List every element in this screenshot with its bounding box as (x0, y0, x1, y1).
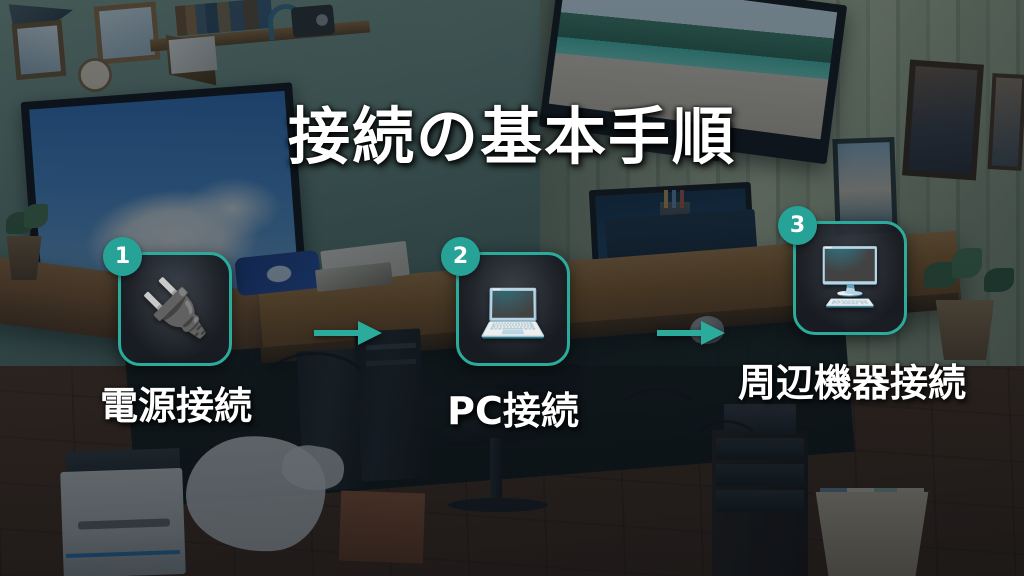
laptop-icon: 💻 (478, 276, 548, 341)
step-icon-card-3[interactable]: 🖥️ 3 (778, 206, 907, 335)
step-label-2: PC接続 (447, 389, 579, 433)
arrow-step1-to-step2 (312, 316, 384, 350)
step-item-2[interactable]: 💻 2 (441, 237, 572, 366)
step-label-3: 周辺機器接続 (737, 361, 966, 405)
page-title: 接続の基本手順 (287, 100, 736, 173)
step-number-badge-1: 1 (103, 237, 142, 276)
step-number-badge-2: 2 (441, 237, 480, 276)
step-label-1: 電源接続 (99, 384, 252, 428)
step-number-badge-3: 3 (778, 206, 817, 245)
step-item-1[interactable]: 🔌 1 (103, 237, 234, 366)
arrow-step2-to-step3 (655, 316, 727, 350)
step-icon-card-1[interactable]: 🔌 1 (103, 237, 232, 366)
step-item-3[interactable]: 🖥️ 3 (778, 206, 909, 335)
desktop-computer-icon: 🖥️ (815, 245, 885, 310)
power-plug-icon: 🔌 (140, 276, 210, 341)
step-icon-card-2[interactable]: 💻 2 (441, 237, 570, 366)
